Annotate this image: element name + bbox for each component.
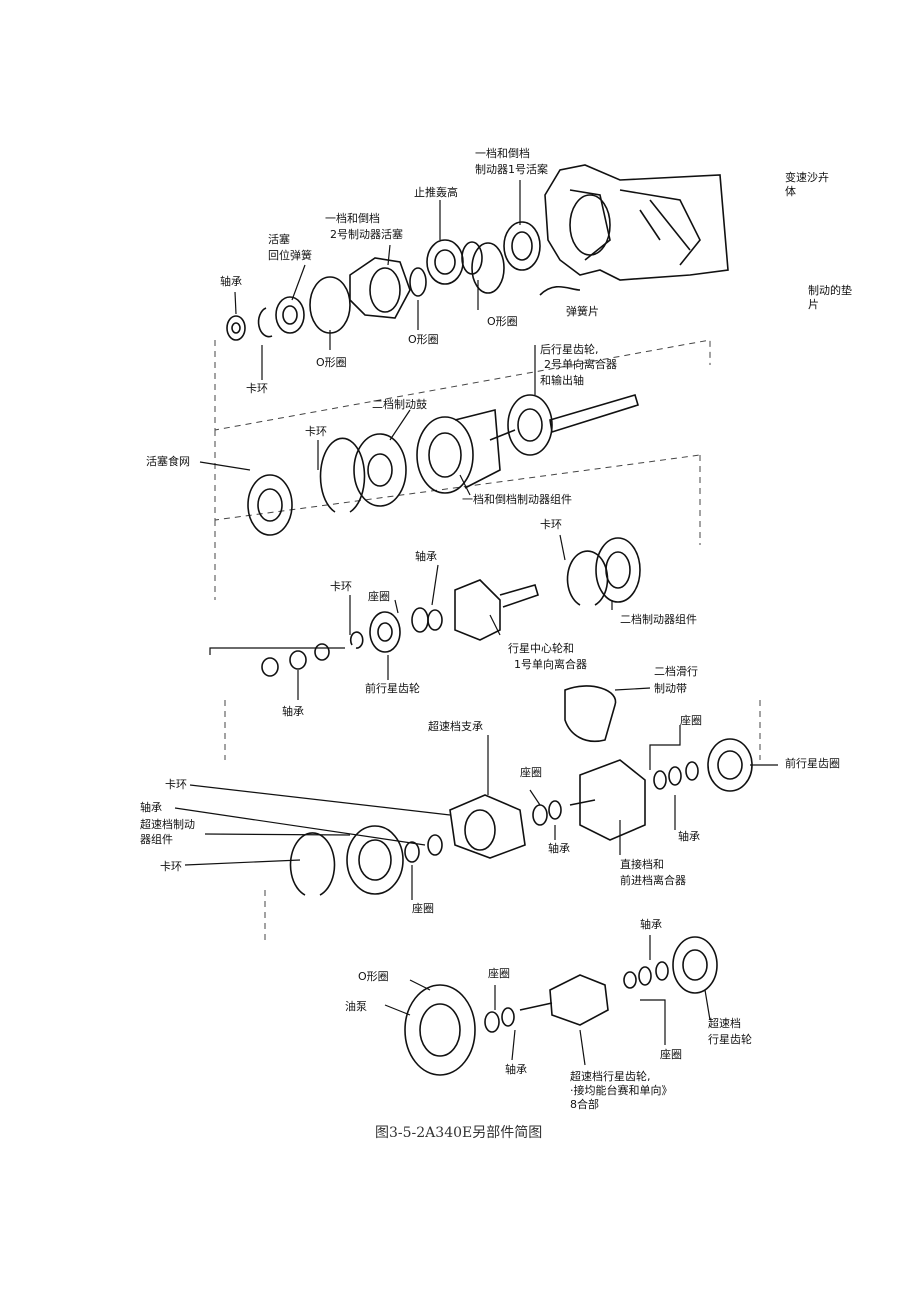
label-output-shaft: 和输出轴: [540, 374, 584, 387]
o-ring-a: [461, 241, 505, 294]
label-overdrive-planetary-3: 8合部: [570, 1098, 599, 1111]
label-overdrive-ring-1: 超速档: [708, 1017, 741, 1030]
label-brake-band: 制动带: [654, 682, 687, 695]
race-4: [404, 841, 420, 863]
label-bearing-4: 轴承: [140, 801, 162, 814]
transmission-case: [544, 164, 729, 281]
label-bearing-2: 轴承: [415, 550, 437, 563]
label-o-ring-2: O形圈: [408, 333, 439, 346]
label-second-brake-drum: 二档制动鼓: [372, 398, 427, 411]
label-snap-ring-6: 卡环: [160, 860, 182, 873]
label-transmission-case: 变速沙卉体: [785, 171, 829, 198]
sun-gear-clutch: [454, 579, 539, 641]
o-ring-b: [409, 267, 427, 297]
label-front-planetary-gear: 前行星齿轮: [365, 682, 420, 695]
label-brake-shim: 制动的垫片: [808, 284, 852, 311]
return-spring: [275, 296, 305, 334]
race-bearing-5: [532, 800, 562, 826]
label-race-6: 座圈: [660, 1048, 682, 1061]
label-brake-piston-2: 2号制动器活塞: [330, 228, 403, 241]
label-bearing-8: 轴承: [505, 1063, 527, 1076]
label-first-reverse-brake-1: 一档和倒档: [475, 147, 530, 160]
label-first-reverse-brake-assembly: 一档和倒档制动器组件: [462, 493, 572, 506]
label-race-3: 座圈: [520, 766, 542, 779]
label-snap-ring-2: 卡环: [305, 425, 327, 438]
o-ring-c: [309, 276, 351, 334]
label-o-ring-3: O形圈: [316, 356, 347, 369]
label-bearing-7: 轴承: [640, 918, 662, 931]
label-bearing-1: 轴承: [220, 275, 242, 288]
label-race-1: 座圈: [368, 590, 390, 603]
label-piston: 活塞: [268, 233, 290, 246]
overdrive-brake-assembly: [346, 825, 404, 895]
label-bearing-5: 轴承: [548, 842, 570, 855]
overdrive-ring-gear: [672, 936, 718, 994]
race-bearing-3: [411, 607, 443, 633]
label-snap-ring-5: 卡环: [165, 778, 187, 791]
snap-ring-3: [566, 550, 609, 606]
race-bearing-7: [484, 1007, 515, 1033]
label-second-brake-assembly: 二档制动器组件: [620, 613, 697, 626]
overdrive-planetary-gear: [519, 974, 609, 1026]
label-o-ring-4: O形圈: [358, 970, 389, 983]
label-spring-plate: 弹簧片: [566, 305, 599, 318]
race-bearing-4: [653, 761, 699, 790]
piston-seal: [247, 474, 293, 536]
snap-ring-2: [319, 437, 366, 513]
label-race-4: 座圈: [412, 902, 434, 915]
label-return-spring: 回位弹簧: [268, 249, 312, 262]
label-o-ring-1: O形圈: [487, 315, 518, 328]
label-direct-clutch: 直接档和: [620, 858, 664, 871]
snap-ring-4: [349, 631, 364, 649]
bearing-4: [427, 834, 443, 856]
label-no1-one-way-clutch: 1号单向离合器: [514, 658, 587, 671]
second-brake-assembly: [595, 537, 641, 603]
label-no2-one-way-clutch: 2号单向离合器: [544, 358, 617, 371]
label-oil-pump: 油泵: [345, 1000, 367, 1013]
label-rear-planetary-gear: 后行星齿轮,: [540, 343, 599, 356]
label-overdrive-brake-2: 器组件: [140, 833, 173, 846]
overdrive-support: [449, 794, 526, 859]
direct-forward-clutch: [569, 759, 646, 841]
rear-planetary-gear-shaft: [489, 394, 639, 456]
label-overdrive-support: 超速档支承: [428, 720, 483, 733]
figure-caption: 图3-5-2A340E另部件简图: [375, 1125, 543, 1141]
second-brake-drum: [353, 433, 407, 507]
label-overdrive-planetary-1: 超速档行星齿轮,: [570, 1070, 651, 1083]
label-overdrive-ring-2: 行星齿轮: [708, 1033, 752, 1046]
brake-assembly-1: [416, 408, 501, 494]
label-thrust-bearing: 止推轰高: [414, 186, 458, 199]
spring-plate: [539, 286, 581, 296]
label-piston-seal: 活塞食网: [146, 455, 190, 468]
race-bearing-6: [623, 961, 669, 989]
bearing-1: [226, 315, 246, 341]
label-bearing-6: 轴承: [678, 830, 700, 843]
label-sun-gear: 行星中心轮和: [508, 642, 574, 655]
label-forward-clutch: 前进档离合器: [620, 874, 686, 887]
snap-ring-1: [257, 307, 273, 338]
label-first-reverse-brake-2: 一档和倒档: [325, 212, 380, 225]
brake-band: [564, 685, 617, 742]
label-snap-ring-3: 卡环: [540, 518, 562, 531]
snap-ring-5: [289, 832, 336, 896]
thrust-bearing: [426, 239, 464, 285]
label-overdrive-brake-1: 超速档制动: [140, 818, 195, 831]
bearing-set-3: [261, 643, 330, 677]
label-second-coast-brake: 二档滑行: [654, 665, 698, 678]
label-brake-piston-1: 制动器1号活案: [475, 163, 548, 176]
label-snap-ring-4: 卡环: [330, 580, 352, 593]
piston-1: [503, 221, 541, 271]
label-snap-ring-1: 卡环: [246, 382, 268, 395]
label-bearing-3: 轴承: [282, 705, 304, 718]
label-race-2: 座圈: [680, 714, 702, 727]
label-front-planetary-ring: 前行星齿圈: [785, 757, 840, 770]
piston-2: [349, 257, 411, 319]
oil-pump: [404, 984, 476, 1076]
front-planetary-ring: [707, 738, 753, 792]
label-race-5: 座圈: [488, 967, 510, 980]
front-planetary-gear: [369, 611, 401, 653]
label-overdrive-planetary-2: ·接均能台赛和单向》: [570, 1084, 673, 1097]
